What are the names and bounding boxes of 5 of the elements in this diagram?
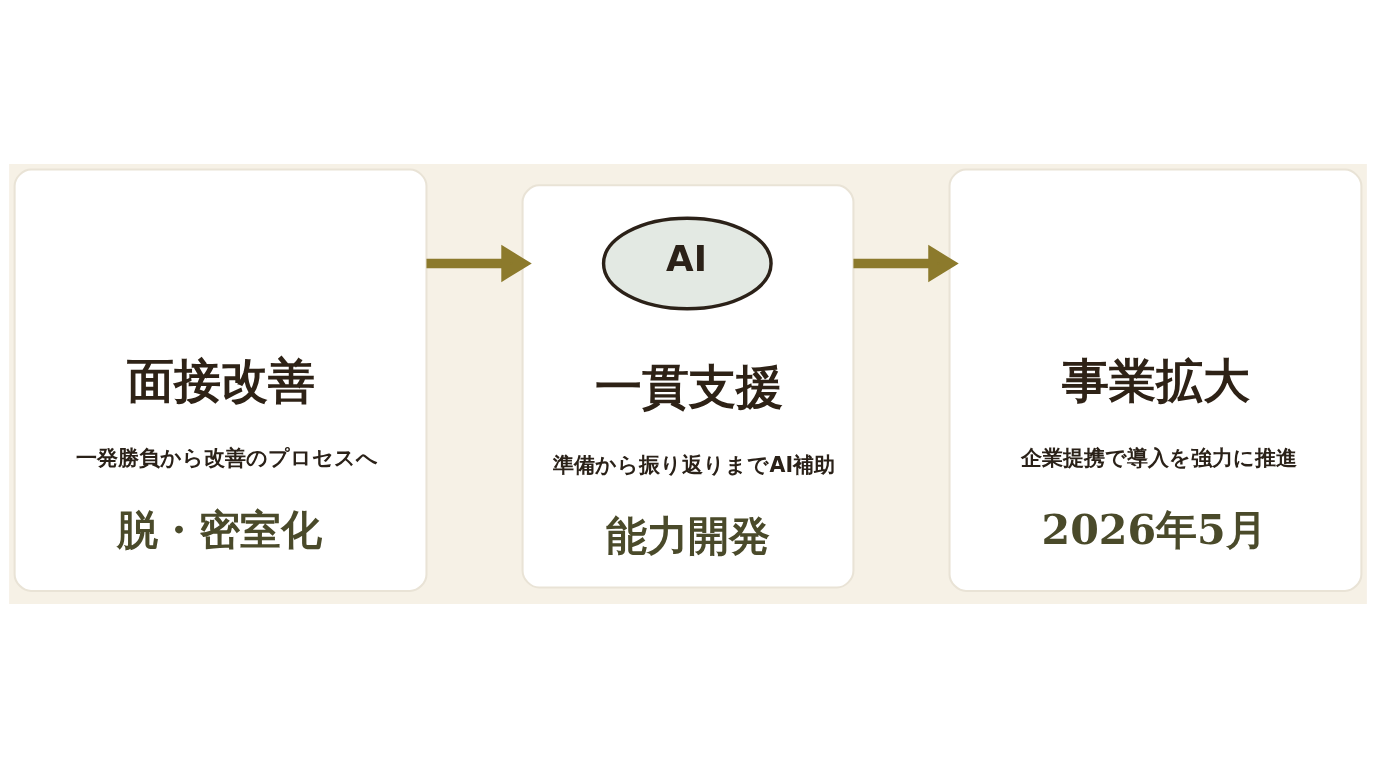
node-ellipse: AI xyxy=(601,216,773,311)
arrow xyxy=(426,244,532,283)
node-box: 事業拡大 企業提携で導入を強力に推進 2026年5月 xyxy=(948,168,1363,592)
node-box: 面接改善 一発勝負から改善のプロセスへ 脱・密室化 xyxy=(13,168,428,592)
arrow xyxy=(853,244,959,283)
